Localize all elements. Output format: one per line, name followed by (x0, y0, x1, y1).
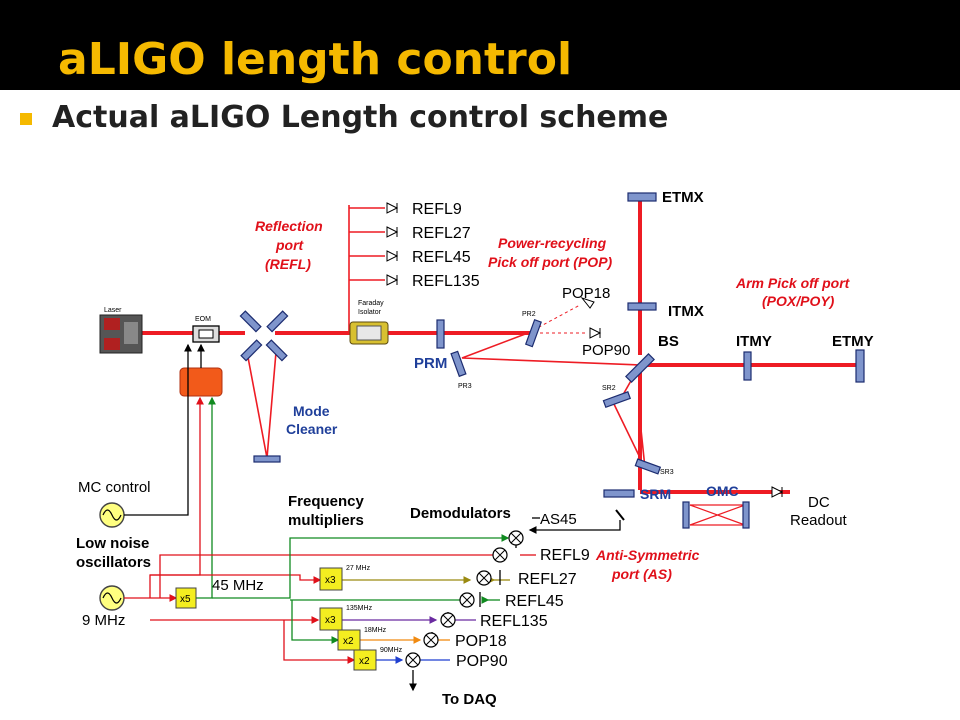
freq-90-label: 90MHz (380, 647, 403, 654)
itmx-mirror (627, 302, 657, 311)
itmy-label: ITMY (736, 333, 772, 350)
refl27-label: REFL27 (412, 225, 471, 242)
demodulators-label: Demodulators (410, 505, 511, 522)
photodiode-icons (386, 202, 784, 498)
demod-refl9-label: REFL9 (540, 547, 590, 564)
refl9-label: REFL9 (412, 201, 462, 218)
as-port-label-1: Anti-Symmetric (595, 547, 700, 563)
title-bar (0, 0, 960, 90)
sr3-label: SR3 (660, 469, 674, 476)
oscillators-label-2: oscillators (76, 554, 151, 571)
itmx-label: ITMX (668, 303, 704, 320)
pop90-top-label: POP90 (582, 342, 630, 359)
to-daq-label: To DAQ (442, 691, 497, 708)
refl-pickoffs (349, 207, 385, 281)
faraday-label-2: Isolator (358, 309, 382, 316)
refl-port-label-1: Reflection (255, 218, 323, 234)
omc-mirror-2 (742, 501, 750, 529)
mult-x5-label: x5 (180, 594, 191, 605)
mult-x2b-label: x2 (359, 656, 370, 667)
bullet-text: Actual aLIGO Length control scheme (52, 100, 669, 135)
as45-label: AS45 (540, 511, 577, 528)
etmy-label: ETMY (832, 333, 874, 350)
freq-135-label: 135MHz (346, 605, 373, 612)
refl45-label: REFL45 (412, 249, 471, 266)
pr3-mirror (450, 350, 467, 378)
srm-label: SRM (640, 486, 671, 502)
sr2-mirror (602, 391, 632, 409)
mode-cleaner-label-2: Cleaner (286, 421, 338, 437)
omc-mirror-1 (682, 501, 690, 529)
core-optics (436, 192, 865, 529)
mode-cleaner-label-1: Mode (293, 403, 330, 419)
faraday-isolator-icon (349, 321, 389, 345)
prm-label: PRM (414, 355, 447, 372)
mult-x2a-label: x2 (343, 636, 354, 647)
itmy-mirror (743, 351, 752, 381)
mult-x3a-label: x3 (325, 575, 336, 586)
pr2-label: PR2 (522, 311, 536, 318)
mhz45-label: 45 MHz (212, 577, 264, 594)
pop-port-label-2: Pick off port (POP) (488, 254, 613, 270)
freq-27-label: 27 MHz (346, 565, 371, 572)
sr2-label: SR2 (602, 385, 616, 392)
faraday-label-1: Faraday (358, 300, 384, 307)
omc-label: OMC (706, 483, 739, 499)
arm-port-label-2: (POX/POY) (762, 293, 835, 309)
etmx-mirror (627, 192, 657, 202)
pr2-mirror (524, 318, 542, 348)
laser-icon (99, 314, 143, 354)
mc-oscillator-icon (99, 502, 125, 528)
slide-title: aLIGO length control (58, 34, 573, 85)
bs-label: BS (658, 333, 679, 350)
etmy-mirror (855, 349, 865, 383)
freq-18-label: 18MHz (364, 627, 387, 634)
etmx-label: ETMX (662, 189, 704, 206)
dc-readout-label-1: DC (808, 494, 830, 511)
demod-pop18-label: POP18 (455, 633, 507, 650)
dc-readout-label-2: Readout (790, 512, 848, 529)
sr3-mirror (634, 458, 662, 475)
prm-mirror (436, 319, 445, 349)
demod-refl135-label: REFL135 (480, 613, 548, 630)
demod-refl45-label: REFL45 (505, 593, 564, 610)
mc-control-label: MC control (78, 479, 151, 496)
laser-label: Laser (104, 307, 122, 314)
oscillators-label-1: Low noise (76, 535, 149, 552)
eom-icon (192, 325, 220, 343)
mhz9-label: 9 MHz (82, 612, 125, 629)
eom-driver-icon (179, 367, 223, 397)
freq-mult-label-2: multipliers (288, 512, 364, 529)
bullet-marker (20, 113, 32, 125)
as-port-label-2: port (AS) (611, 566, 672, 582)
refl135-label: REFL135 (412, 273, 480, 290)
frequency-multiplier-boxes (175, 567, 377, 671)
mult-x3b-label: x3 (325, 615, 336, 626)
freq-mult-label-1: Frequency (288, 493, 365, 510)
9mhz-oscillator-icon (99, 585, 125, 611)
mode-cleaner-mirrors (239, 310, 289, 463)
refl-port-label-2: port (275, 237, 305, 253)
srm-mirror (603, 489, 635, 498)
demod-pop90-label: POP90 (456, 653, 508, 670)
arm-port-label-1: Arm Pick off port (735, 275, 851, 291)
bs-mirror (625, 353, 655, 383)
as-pickoff (615, 509, 625, 521)
demod-refl27-label: REFL27 (518, 571, 577, 588)
pr3-label: PR3 (458, 383, 472, 390)
pop-port-label-1: Power-recycling (498, 235, 607, 251)
pop18-top-label: POP18 (562, 285, 610, 302)
refl-port-label-3: (REFL) (265, 256, 311, 272)
length-control-diagram: REFL9 REFL27 REFL45 REFL135 Laser EOM Mo… (76, 189, 874, 708)
eom-label: EOM (195, 316, 211, 323)
demodulator-mixers (405, 530, 524, 668)
